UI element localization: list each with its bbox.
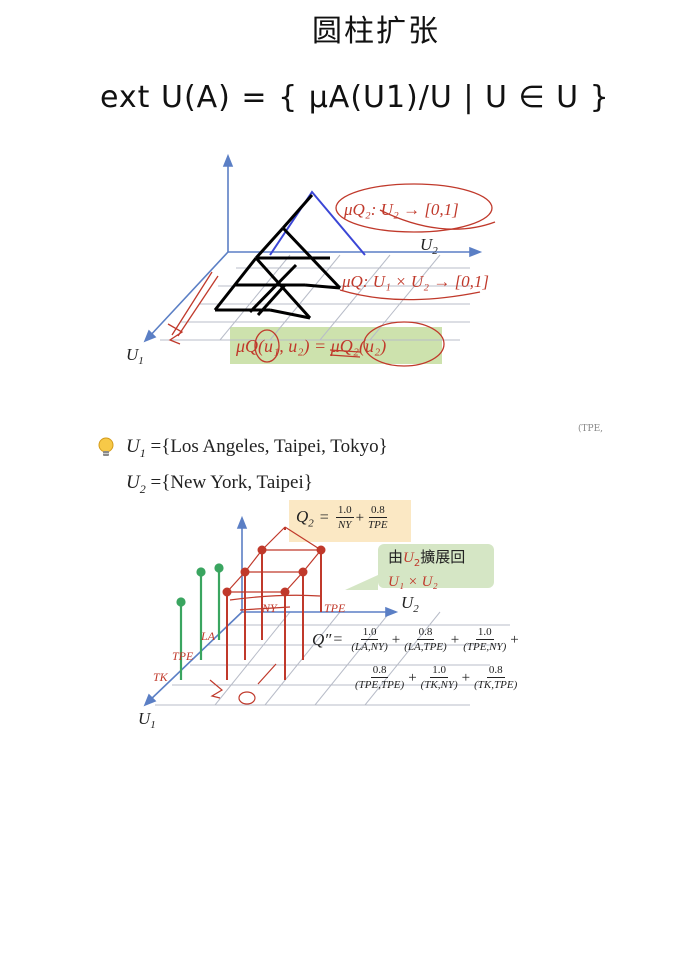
cylindrical-prism: [213, 194, 342, 320]
figure2-u2-axis-label: U2: [401, 593, 419, 615]
mapping-q-label: μQ: U₁ × U₂ → [0,1]: [341, 272, 489, 291]
figure1-u1-axis-label: U1: [126, 345, 144, 367]
qpp-term: 0.8(LA,TPE): [404, 626, 447, 653]
handwritten-title: 圆柱扩张: [312, 14, 440, 49]
tick-u1-tpe: TPE: [172, 649, 194, 663]
figure1-axes: [143, 153, 483, 343]
clipped-fragment: (TPE,: [578, 424, 604, 434]
cylindrical-equation: μQ(u₁, u₂) = μQ₂(u₂): [235, 336, 386, 357]
red-extension-frame: [209, 526, 322, 705]
cylindrical-extension-figure-1: U2 U1 μQ₂: U₂ → [0,1] μQ: U₁ × U₂ → [0,1…: [126, 153, 496, 367]
qpp-term: 0.8(TK,TPE): [474, 664, 518, 691]
red-annotation-scribbles: [167, 183, 496, 367]
tick-tk: TK: [153, 670, 169, 684]
q-double-prime-row1: Q″= 1.0(LA,NY)+0.8(LA,TPE)+1.0(TPE,NY)+: [312, 626, 519, 653]
figure1-grid: [160, 254, 470, 341]
red-extension-bars: [222, 527, 326, 680]
qpp-term: 1.0(TK,NY): [420, 664, 458, 691]
set-u2-definition: U2 ={New York, Taipei}: [126, 472, 313, 496]
extension-callout-text: 由U2擴展回 U₁ × U₂: [388, 548, 466, 590]
q-double-prime-row2: 0.8(TPE,TPE)+1.0(TK,NY)+0.8(TK,TPE): [355, 664, 518, 691]
lightbulb-icon: [98, 437, 114, 456]
mapping-q2-label: μQ₂: U₂ → [0,1]: [343, 200, 459, 219]
membership-triangle-u2: [269, 190, 366, 256]
green-membership-bars: [176, 563, 224, 680]
tick-ny: NY: [261, 601, 278, 615]
figure2-u1-axis-label: U1: [138, 709, 156, 731]
figure1-u2-axis-label: U2: [420, 235, 438, 257]
qpp-term: 0.8(TPE,TPE): [355, 664, 405, 691]
tick-la: LA: [200, 629, 216, 643]
set-u1-definition: U1 ={Los Angeles, Taipei, Tokyo}: [126, 436, 388, 460]
tick-u2-tpe: TPE: [324, 601, 346, 615]
handwritten-formula: ext U(A) = { μA(U1)/U | U ∈ U }: [100, 80, 610, 115]
qpp-term: 1.0(TPE,NY): [463, 626, 507, 653]
extension-callout-box: [378, 544, 494, 588]
callout-pointer: [345, 575, 378, 590]
equation-highlight-box: [230, 327, 442, 364]
qpp-term: 1.0(LA,NY): [351, 626, 388, 653]
